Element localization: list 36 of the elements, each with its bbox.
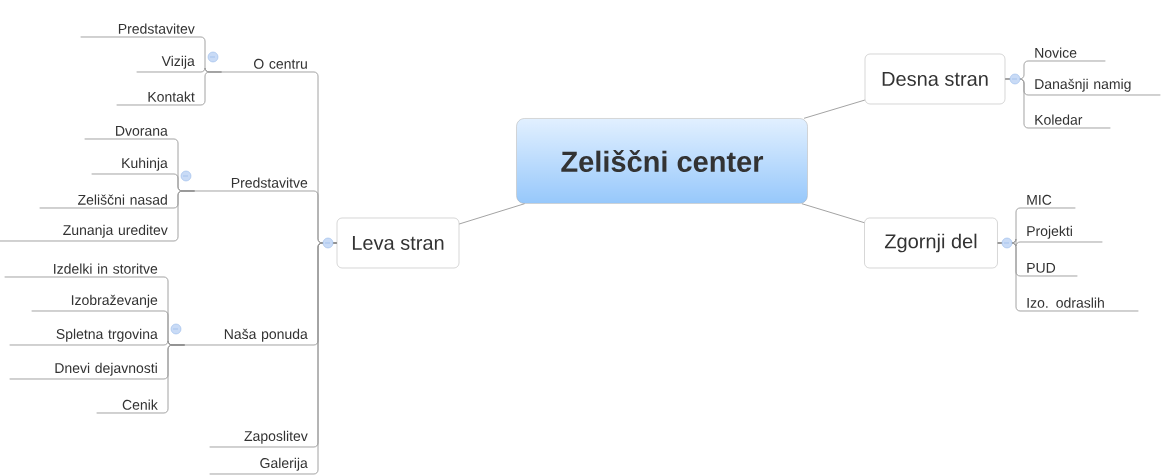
- underlined-topic: Predstavitev: [80, 23, 200, 38]
- underlined-topic: MIC: [1021, 194, 1076, 209]
- underlined-topic: Vizija: [136, 55, 200, 73]
- underlined-topic: Galerija: [209, 457, 313, 475]
- connector-line: [458, 203, 525, 225]
- underlined-topic: Zunanja ureditev: [0, 224, 173, 242]
- connector-line: [997, 242, 1023, 312]
- underlined-topic: Kuhinja: [91, 157, 173, 175]
- underlined-topic: Izdelki in storitve: [4, 263, 163, 278]
- underlined-topic: PUD: [1021, 263, 1078, 277]
- underlined-topic: Izo. odraslih: [1021, 297, 1139, 312]
- topic-box: Desna stran: [864, 53, 1006, 105]
- underlined-topic: Cenik: [96, 399, 163, 414]
- underlined-topic: Zeliščni nasad: [39, 194, 173, 209]
- central-topic-box: Zeliščni center: [516, 118, 808, 204]
- underlined-topic: Spletna trgovina: [9, 328, 163, 346]
- connector-line: [803, 99, 866, 119]
- connector-line: [171, 190, 195, 242]
- topic-box: Zgornji del: [864, 217, 998, 269]
- underlined-topic: Dvorana: [84, 126, 173, 140]
- underlined-topic: Koledar: [1029, 114, 1111, 129]
- underlined-topic: Kontakt: [116, 91, 200, 106]
- connector-line: [161, 344, 185, 414]
- connector-line: [198, 71, 222, 106]
- underlined-topic: Dnevi dejavnosti: [9, 362, 163, 380]
- underlined-topic: Izobraževanje: [31, 294, 163, 312]
- underlined-topic: Predstavitve: [194, 177, 313, 192]
- connector-line: [801, 203, 865, 224]
- underlined-topic: Novice: [1029, 47, 1106, 62]
- underlined-topic: O centru: [221, 58, 313, 73]
- underlined-topic: Projekti: [1021, 225, 1103, 243]
- underlined-topic: Današnji namig: [1029, 78, 1161, 96]
- connector-line: [1004, 78, 1031, 129]
- topic-box: Leva stran: [336, 217, 460, 269]
- underlined-topic: Zaposlitev: [209, 430, 313, 448]
- underlined-topic: Naša ponuda: [184, 328, 313, 346]
